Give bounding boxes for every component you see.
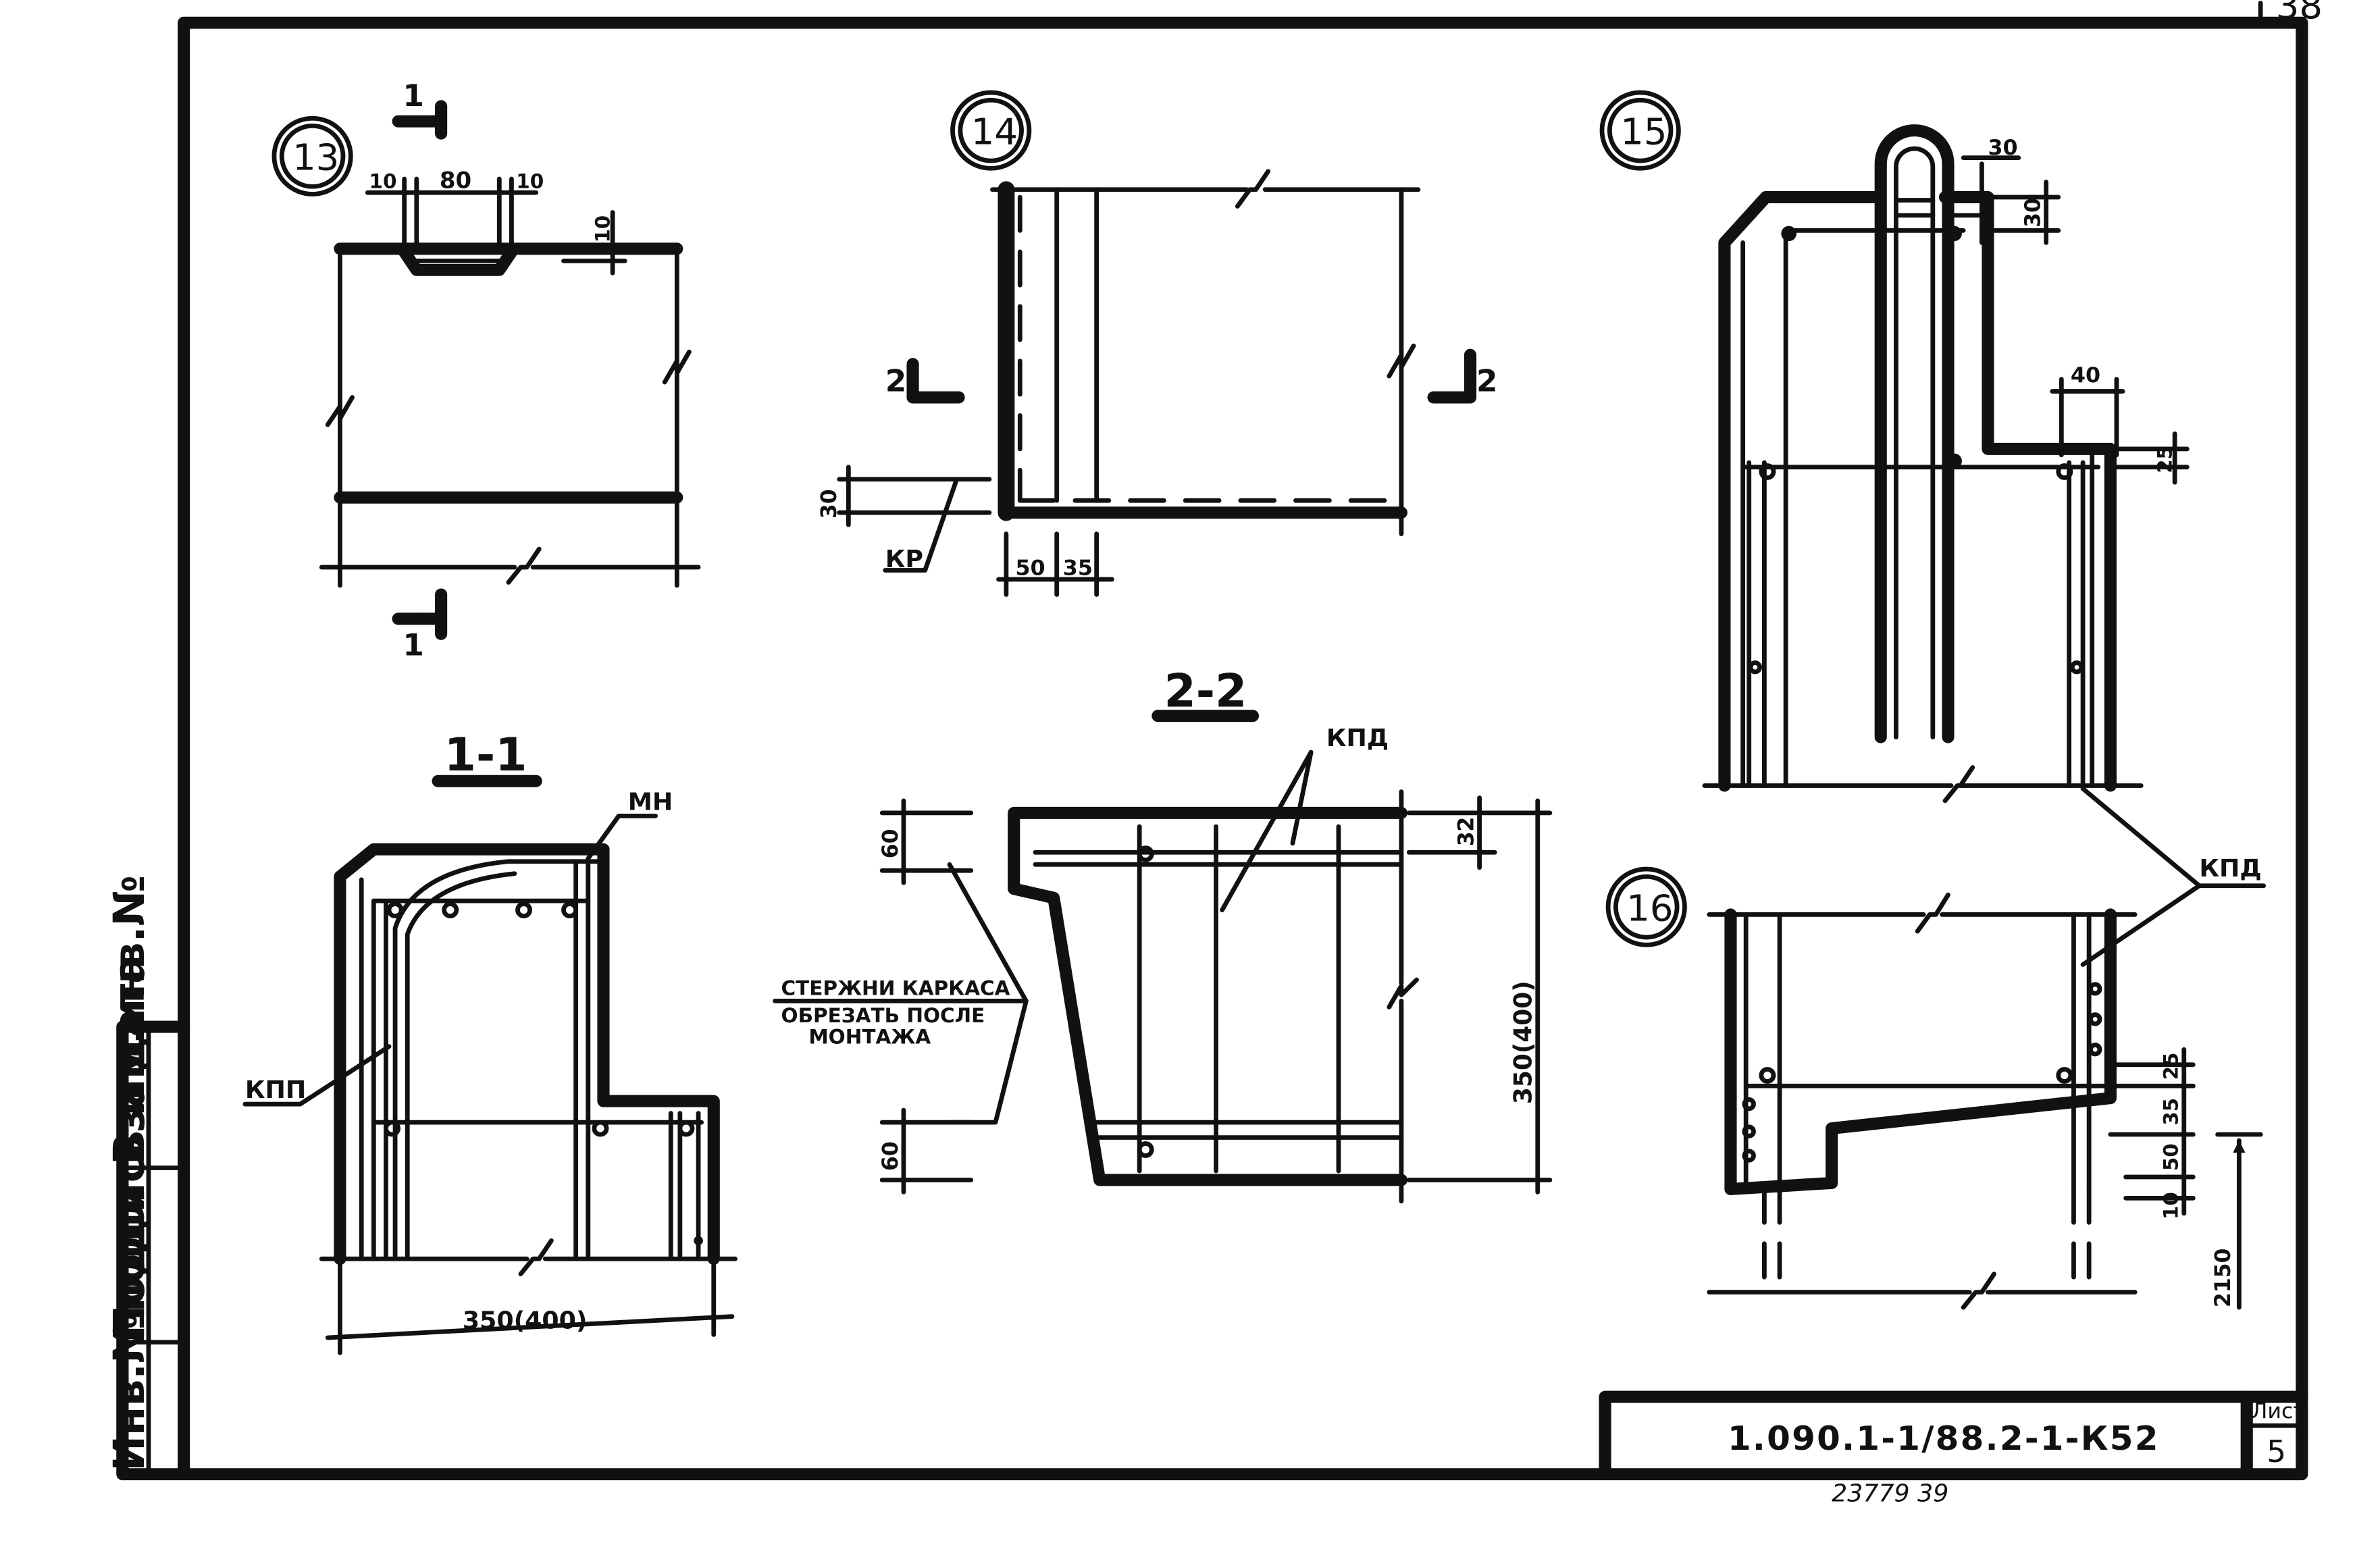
page-corner-number: 38	[2276, 0, 2323, 27]
dim-22-60b: 60	[879, 1141, 903, 1171]
dim-16-35: 35	[2160, 1098, 2183, 1126]
sheet-number: 5	[2267, 1434, 2286, 1469]
dim-22-32: 32	[1454, 817, 1478, 847]
stamp-inv-number: Инв.№подл	[104, 1188, 154, 1471]
label-rods-1: СТЕРЖНИ КАРКАСА	[781, 977, 1010, 1000]
dim-11-350: 350(400)	[463, 1306, 588, 1335]
section-1-1-title: 1-1	[444, 728, 527, 781]
dim-16-25: 25	[2160, 1053, 2183, 1080]
node-14-label: 14	[971, 111, 1018, 153]
node-13-label: 13	[292, 136, 339, 179]
cut-2-left: 2	[885, 363, 907, 399]
node-16-label: 16	[1626, 887, 1673, 930]
stamp-signature-date: Подпись и дата	[104, 955, 154, 1340]
label-mn: МН	[628, 787, 673, 816]
label-rods-2: ОБРЕЗАТЬ ПОСЛЕ	[781, 1004, 985, 1027]
label-kpp: КПП	[245, 1075, 306, 1104]
label-kr: КР	[885, 544, 923, 573]
dim-15-30b: 30	[2021, 198, 2045, 228]
footer-note: 23779 39	[1832, 1479, 1948, 1508]
section-1-1: 1-1 МН КПП 350(400)	[242, 728, 738, 1355]
drawing-code: 1.090.1-1/88.2-1-К52	[1728, 1419, 2160, 1458]
dim-14-35: 35	[1063, 556, 1093, 580]
dim-16-10: 10	[2160, 1192, 2183, 1220]
sheet-frame: 38	[178, 0, 2323, 1481]
node-15-detail: 15 30 30	[1599, 90, 2190, 804]
cut-1-top: 1	[403, 78, 424, 113]
label-rods-3: МОНТАЖА	[808, 1025, 931, 1048]
dim-22-60a: 60	[879, 829, 903, 859]
node-13-detail: 13 1 10 80 10 10	[271, 78, 701, 663]
section-2-2: 2-2 КПД СТЕРЖНИ КАРКАСА ОБРЕЗАТЬ ПОСЛЕ М…	[773, 664, 1553, 1204]
dim-16-50: 50	[2160, 1143, 2183, 1171]
dim-22-350: 350(400)	[1509, 980, 1538, 1104]
label-kpd-16: КПД	[2199, 854, 2261, 883]
node-14-detail: 14 2 2 30 КР 50 35	[817, 90, 1498, 597]
side-stamp: Инв.№подл Подпись и дата Взам.инв.№	[104, 875, 190, 1481]
section-2-2-title: 2-2	[1164, 664, 1247, 718]
dim-13-80: 80	[440, 167, 471, 194]
sheet-label: Лист	[2252, 1399, 2306, 1423]
label-kpd-22: КПД	[1326, 723, 1389, 752]
dim-15-30a: 30	[1988, 136, 2017, 160]
dim-14-50: 50	[1015, 556, 1045, 580]
dim-15-25: 25	[2153, 446, 2176, 473]
dim-15-40: 40	[2071, 363, 2100, 388]
node-16-detail: 16 КПД	[1605, 786, 2267, 1310]
dim-14-30: 30	[817, 489, 842, 519]
stamp-replaced-inv: Взам.инв.№	[104, 875, 154, 1165]
node-15-label: 15	[1620, 111, 1667, 153]
dim-16-2150: 2150	[2211, 1249, 2235, 1307]
dim-13-10b: 10	[516, 170, 544, 193]
title-block: 1.090.1-1/88.2-1-К52 Лист 5 23779 39	[1599, 1390, 2308, 1508]
cut-2-right: 2	[1476, 363, 1498, 399]
cut-1-bottom: 1	[403, 627, 424, 663]
dim-13-10a: 10	[369, 170, 397, 193]
dim-13-10c: 10	[591, 215, 614, 243]
